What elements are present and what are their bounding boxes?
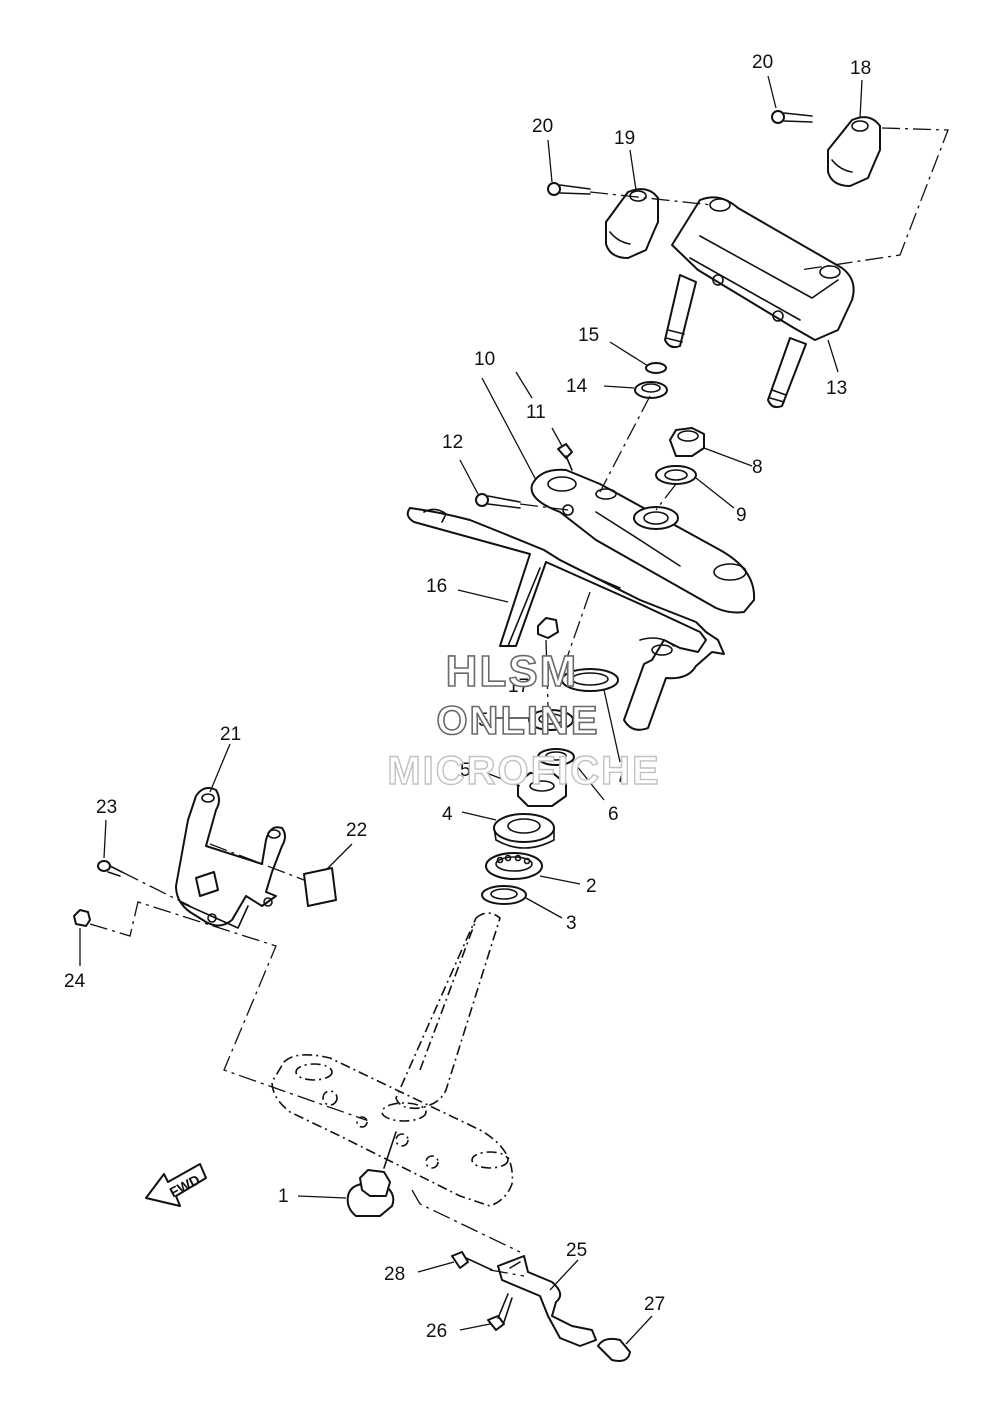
steering-nut-8	[669, 427, 705, 457]
callout-14: 14	[566, 376, 588, 397]
callout-5b: 5	[460, 760, 471, 781]
callout-5a: 5	[478, 710, 489, 731]
callout-24: 24	[64, 971, 86, 992]
callout-28: 28	[384, 1264, 405, 1285]
bracket-21	[175, 787, 286, 929]
callout-20b: 20	[532, 116, 553, 137]
upper-handlebar-clamp-left	[605, 188, 659, 259]
dust-seal-3	[481, 885, 527, 905]
callout-13: 13	[826, 378, 847, 399]
callout-27: 27	[644, 1294, 665, 1315]
ball-race-cover-4	[493, 813, 555, 849]
callout-23: 23	[96, 797, 117, 818]
bolt-11	[557, 443, 573, 471]
lower-bracket-assembly	[411, 1189, 631, 1362]
callout-20a: 20	[752, 52, 773, 73]
handlebar-holder-assembly	[547, 110, 949, 409]
left-bracket-assembly	[73, 787, 367, 1121]
washer-15	[645, 362, 667, 374]
screw-24	[73, 909, 91, 927]
bearing-2	[485, 852, 543, 880]
bolt-28	[451, 1251, 493, 1271]
ring-nut-5-upper	[528, 709, 574, 731]
lock-washer-6	[537, 748, 575, 766]
callout-15: 15	[578, 325, 599, 346]
watermark: HLSM ONLINE MICROFICHE	[387, 646, 660, 794]
callout-25: 25	[566, 1240, 587, 1261]
steering-nut-1	[346, 1131, 397, 1217]
callout-4: 4	[442, 804, 453, 825]
upper-handlebar-clamp-right	[827, 116, 881, 187]
lower-handlebar-holder	[664, 196, 855, 409]
screw-23	[97, 860, 123, 877]
callout-8: 8	[752, 457, 763, 478]
callout-10: 10	[474, 349, 495, 370]
callout-6: 6	[608, 804, 619, 825]
callout-17: 17	[508, 676, 529, 697]
ring-nut-5-lower	[517, 772, 567, 807]
callout-19: 19	[614, 128, 635, 149]
bolt-12	[475, 493, 521, 509]
callout-26: 26	[426, 1321, 447, 1342]
callout-1: 1	[278, 1186, 289, 1207]
watermark-line-2: ONLINE	[436, 699, 599, 743]
upper-bracket-assembly	[475, 362, 756, 614]
forward-direction-indicator: FWD	[145, 1163, 207, 1207]
pad-22	[303, 867, 337, 907]
callout-21: 21	[220, 724, 241, 745]
callout-2: 2	[586, 876, 597, 897]
callout-22: 22	[346, 820, 367, 841]
callout-9: 9	[736, 505, 747, 526]
callout-7: 7	[616, 766, 627, 787]
watermark-line-3: MICROFICHE	[387, 749, 660, 793]
callout-3: 3	[566, 913, 577, 934]
bearing-stack	[481, 591, 619, 905]
bolt-26	[487, 1293, 513, 1331]
callout-labels: 1 2 3 4 5 5 6 7 8 9 10 11 12 13 14 15 16…	[64, 52, 871, 1342]
washer-7	[561, 668, 619, 692]
bracket-16	[406, 507, 725, 731]
bracket-25	[497, 1255, 597, 1347]
under-bracket-stem	[271, 912, 514, 1207]
callout-11: 11	[526, 402, 546, 423]
nut-17	[537, 617, 559, 639]
clamp-bolt-lower	[547, 182, 591, 196]
callout-12: 12	[442, 432, 463, 453]
washer-9	[655, 465, 697, 485]
watermark-line-1: HLSM	[446, 647, 579, 696]
callout-16: 16	[426, 576, 447, 597]
upper-bracket	[530, 468, 756, 614]
collar-14	[634, 381, 668, 399]
clamp-bolt-upper	[771, 110, 813, 124]
leader-lines	[79, 75, 863, 1345]
callout-18: 18	[850, 58, 871, 79]
cap-27	[597, 1337, 631, 1362]
